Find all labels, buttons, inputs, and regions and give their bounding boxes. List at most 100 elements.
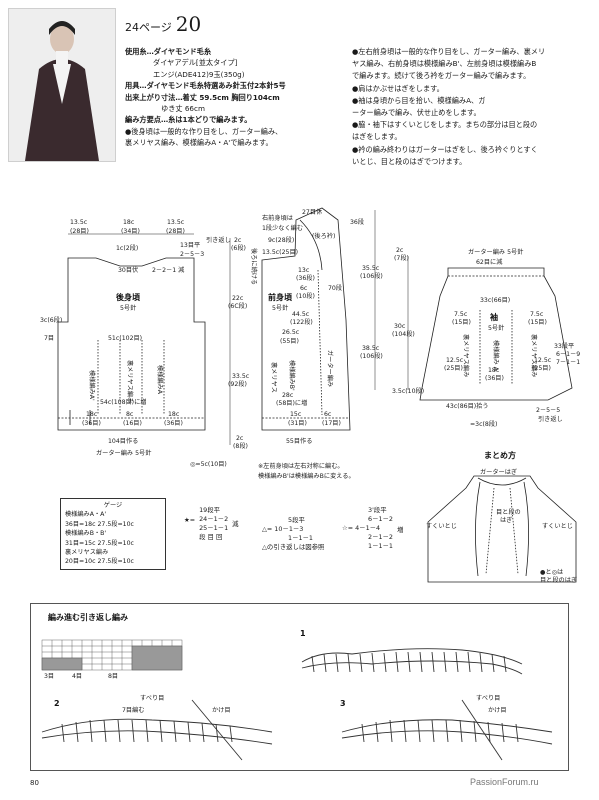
sleeve-c30: 30c (394, 323, 406, 330)
sleeve-c125s: (25目) (444, 365, 463, 372)
front-c28: 28c (282, 392, 294, 399)
gauge-box: ゲージ 模様編みA・A' 36目=18c 27.5段=10c 模様編みB・B' … (60, 498, 166, 570)
assembly-diagram: ガーターはぎ すくいとじ すくいとじ 目と段の はぎ ●と◎は 目と段のはぎ (426, 468, 577, 584)
front-note-a: 右前身頃は (262, 214, 293, 222)
front-c70: 70段 (328, 284, 342, 292)
front-c15s: (31目) (288, 420, 307, 427)
front-garter-v: ガーター編み (326, 350, 334, 387)
front-c28s: (58目)に増 (276, 399, 307, 407)
sleeve-pat: 模様編み A (492, 340, 500, 372)
gauge-row: 模様編みB・B' (65, 530, 107, 538)
instruction-line: ●左右前身頃は一般的な作り目をし、ガーター編み、裏メリ (352, 47, 546, 56)
sleeve-rev-r: 裏メリヤス編み (530, 334, 538, 377)
sleeve-c18s: (36目) (485, 375, 504, 382)
front-collar-top: 27目休 (302, 208, 323, 216)
sleeve-top: 62目に減 (476, 258, 503, 266)
back-shoulder-2: 2－5－3 (180, 251, 204, 258)
assembly-neck (477, 477, 527, 486)
back-h2cs: (6段) (231, 244, 246, 252)
tech-l4: 4目 (72, 673, 82, 680)
front-note2: 模様編みB'は模様編みBに変える。 (258, 472, 355, 480)
sleeve-star: =3c(8段) (470, 420, 497, 428)
front-c6bs: (17目) (322, 420, 341, 427)
back-bottom-1s: (36目) (82, 420, 101, 427)
finish-seam-right: すくいとじ (542, 523, 573, 530)
back-left-side: 3c(6段) (40, 316, 62, 324)
assembly-front-edges (485, 487, 519, 575)
sleeve-title: 袖 (489, 312, 498, 322)
instruction-line: ●袖は身頃から目を拾い、模様編みA、ガ (352, 95, 486, 105)
gauge-row: 裏メリヤス編み (65, 549, 109, 557)
back-pattern-a1: 模様編みA' (88, 370, 96, 401)
gauge-title: ゲージ (103, 502, 123, 509)
sleeve-length: ゆき丈 66cm (161, 104, 205, 114)
sleeve-right-h: 7.5c (530, 311, 544, 318)
finish-seam-mid2: はぎ (500, 516, 512, 524)
front-c6b: 6c (324, 411, 332, 418)
back-width: 51c(102目) (108, 335, 142, 342)
schematic-diagram: 13.5c (28目) 18c (34目) 13.5c (28目) 1c(2段)… (40, 207, 580, 480)
tech-l8: 8目 (108, 673, 118, 680)
instruction-line: はぎをします。 (352, 132, 402, 142)
back-h2c: 2c (234, 237, 242, 244)
assembly-collar (475, 481, 529, 577)
instruction-line: で編みます。続けて後ろ衿をガーター編みで編みます。 (352, 71, 531, 81)
materials-block: 使用糸…ダイヤモンド毛糸 ダイヤアデル[並太タイプ] エンジ(ADE412)9玉… (125, 46, 341, 149)
yarn-color: エンジ(ADE412)9玉(350g) (153, 69, 245, 79)
back-h22: 22c (232, 295, 244, 302)
sleeve-c125rs: (25目) (532, 365, 551, 372)
sleeve-garter-top: ガーター編み 5号針 (468, 248, 523, 256)
watermark: PassionForum.ru (470, 777, 539, 787)
front-collar-label: (後ろ衿) (312, 232, 335, 240)
finish-title: まとめ方 (484, 450, 516, 460)
front-c445: 44.5c (292, 311, 310, 318)
sleeve-c35: 3.5c(10段) (392, 387, 424, 395)
back-needle: 5号針 (120, 304, 136, 312)
tri-line: 5段平 (288, 516, 305, 524)
circ-suffix: 増 (396, 526, 404, 534)
back-neck-rows: 30目伏 (118, 266, 138, 274)
front-c15: 15c (290, 411, 302, 418)
back-body-outline (57, 257, 206, 431)
back-h33s: (92段) (228, 380, 247, 388)
page-ref: 24ページ (125, 21, 172, 34)
assembly-outline (427, 475, 577, 583)
tech-l3: 3目 (44, 673, 54, 680)
front-c445s: (122段) (290, 318, 313, 326)
back-top-width-2: 18c (123, 219, 135, 226)
front-c265: 26.5c (282, 329, 300, 336)
front-c9: 9c(28段) (268, 236, 294, 244)
tech-slip: すべり目 (140, 695, 164, 702)
front-c355: 35.5c (362, 265, 380, 272)
model-photo (8, 8, 116, 162)
back-bottom-3: 18c (168, 411, 180, 418)
front-cast-on: 55目作る (286, 437, 312, 445)
circ-line: ☆= 4－1－4 (342, 524, 381, 532)
finish-garter-seam: ガーターはぎ (480, 468, 517, 476)
back-pattern-rev: 裏メリヤス編み (126, 360, 134, 403)
back-bottom-marks (69, 410, 91, 425)
gauge-row: 模様編みA・A' (65, 511, 107, 519)
sleeve-left-hs: (15目) (452, 319, 471, 326)
back-bottom-1: 18c (86, 411, 98, 418)
gauge-row: 36目=18c 27.5段=10c (65, 520, 134, 528)
back-top-width-1: 13.5c (70, 219, 88, 226)
back-h33: 33.5c (232, 373, 250, 380)
machi-note: ◎=5c(10目) (190, 461, 227, 468)
circ-line: 2－1－2 (368, 533, 393, 541)
back-h2cb: 2c (236, 435, 244, 442)
finish-seam-left: すくいとじ (426, 523, 457, 530)
star-line: 19段平 (199, 506, 221, 514)
sleeve-outline (419, 267, 573, 401)
page-header: 24ページ 20 (125, 12, 201, 36)
back-pattern-dividers (97, 340, 165, 415)
sleeve-c18: 18c (488, 367, 500, 374)
yarn-label: 使用糸…ダイヤモンド毛糸 (125, 47, 212, 56)
back-garter: ガーター編み 5号針 (96, 449, 151, 457)
front-c265s: (55目) (280, 338, 299, 345)
back-top-width-3: 13.5c (167, 219, 185, 226)
back-shoulder-note: 引き返し (206, 236, 231, 244)
back-cast-on: 104目作る (108, 437, 138, 445)
sleeve-c43: 43c(86目)拾う (446, 402, 489, 410)
circ-line: 6－1－2 (368, 515, 393, 523)
